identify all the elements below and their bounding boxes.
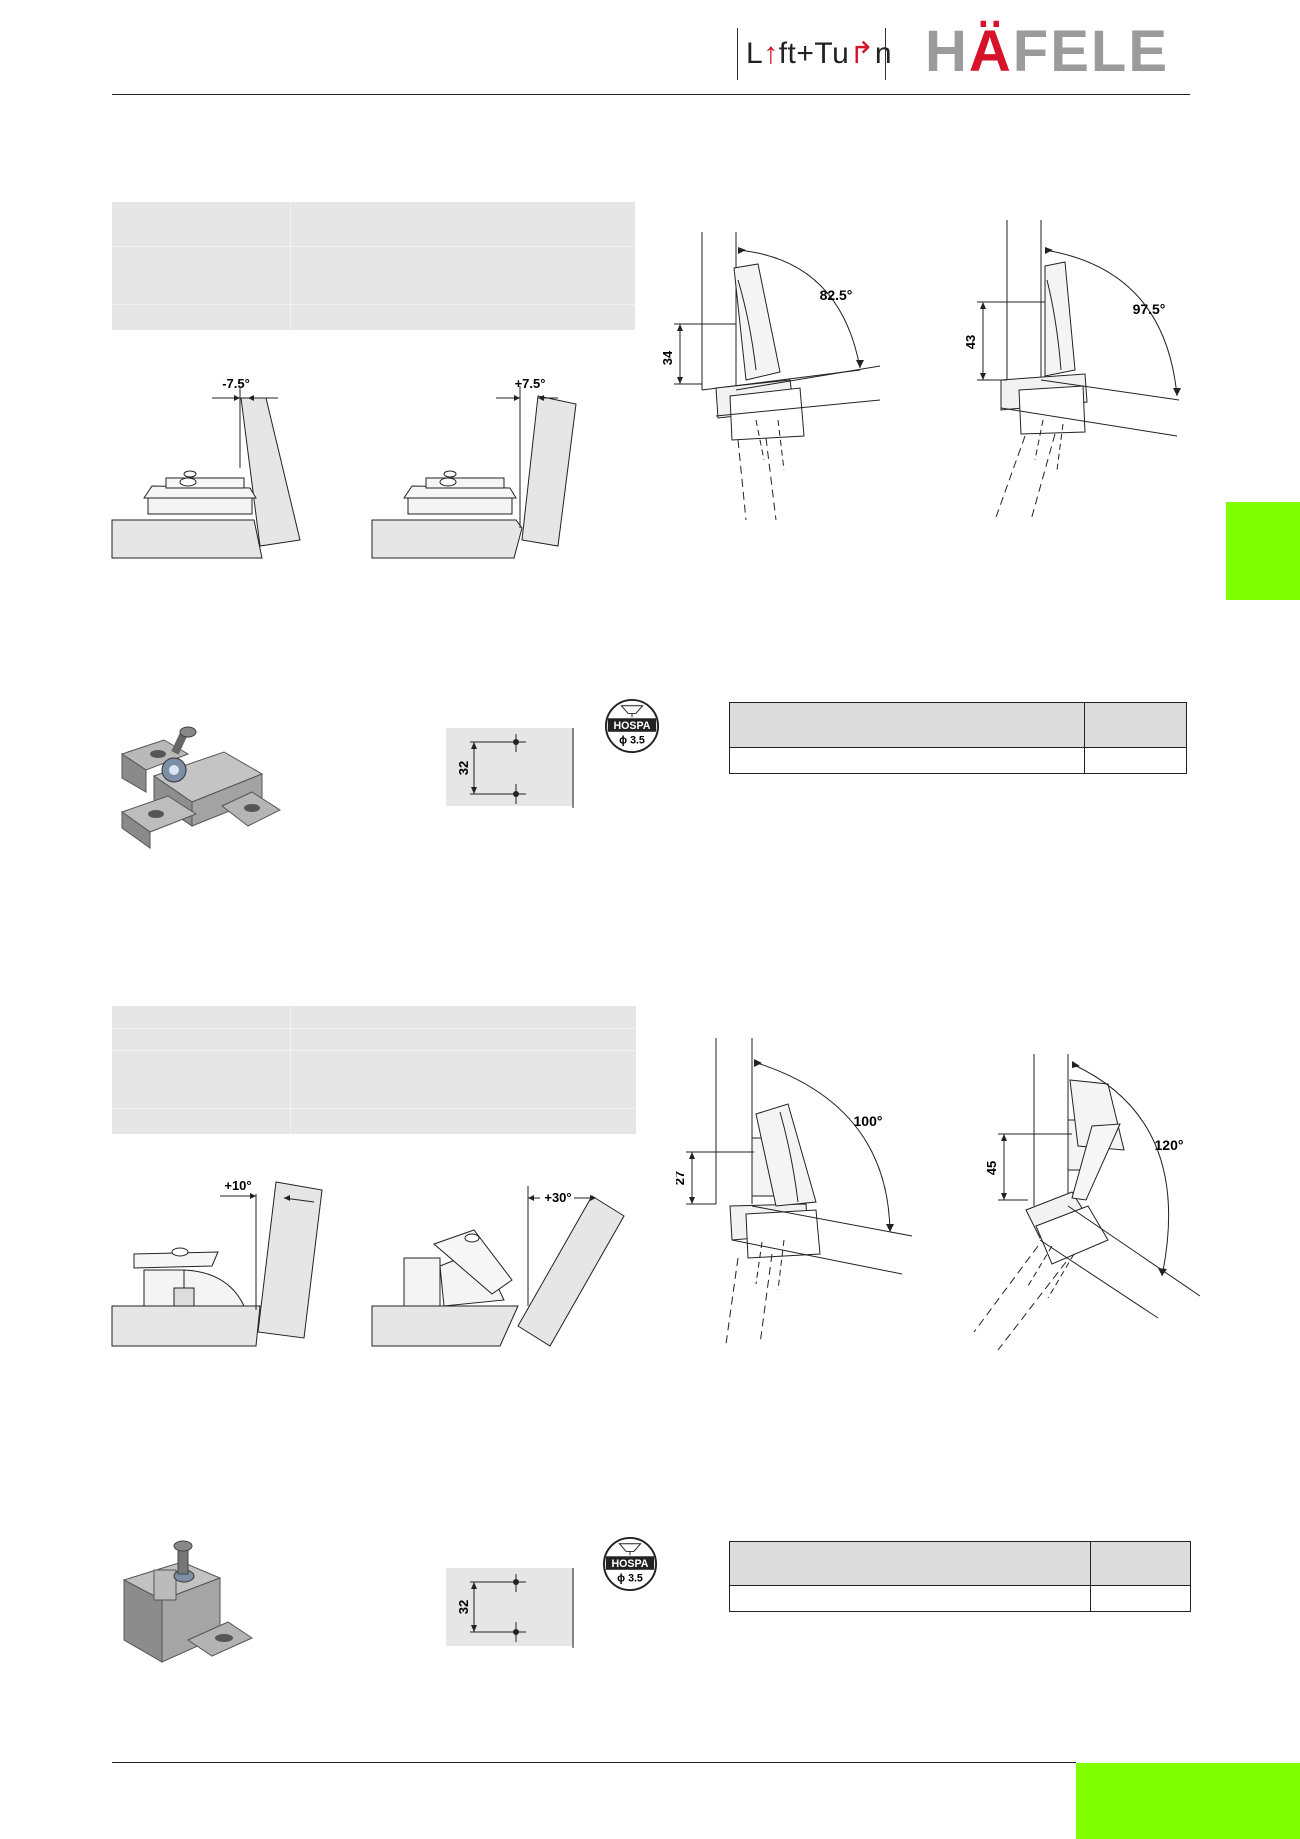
logo-text: n (874, 37, 893, 70)
opening-angle-diagram-82: 34 82.5° (660, 232, 881, 521)
opening-angle-diagram-100: 27 100° (676, 1038, 913, 1345)
angle-label: +30° (544, 1190, 571, 1205)
drill-pattern-panel (446, 1568, 574, 1646)
table-header-cell (1090, 1541, 1191, 1586)
hospa-screw-icon: HOSPA ϕ 3.5 (602, 1536, 658, 1592)
table-cell (729, 1585, 1091, 1612)
table-header-row (729, 702, 1187, 748)
angle-label: +7.5° (515, 376, 546, 391)
opening-angle-diagram-120: 45 120° (973, 1054, 1200, 1351)
mounting-plate-image (120, 726, 282, 849)
footer-tab (1076, 1763, 1300, 1839)
adjustment-diagram-plus: +7.5° (371, 376, 577, 559)
article-table-2 (729, 1541, 1191, 1612)
drill-spacing-label: 32 (456, 1600, 471, 1614)
info-panel-1 (112, 202, 635, 330)
table-header-cell (729, 1541, 1091, 1586)
angle-label: 120° (1155, 1137, 1184, 1153)
table-header-cell (729, 702, 1085, 748)
header-rule (112, 94, 1190, 95)
info-panel-2 (112, 1006, 636, 1134)
hospa-screw-icon: HOSPA ϕ 3.5 (604, 698, 660, 754)
hospa-size: ϕ 3.5 (617, 1572, 643, 1584)
dimension-label: 43 (965, 335, 978, 349)
logo-letter: H (925, 19, 969, 84)
drill-pattern-diagram: 32 (456, 1568, 574, 1648)
table-cell (1090, 1585, 1191, 1612)
table-cell (1084, 747, 1187, 774)
logo-text: L (746, 37, 764, 70)
hospa-label: HOSPA (612, 1558, 649, 1570)
mounting-plate-image (122, 1540, 254, 1663)
drill-pattern-diagram: 32 (456, 728, 574, 808)
angle-label: 100° (854, 1113, 883, 1129)
table-row (729, 747, 1187, 774)
table-row (729, 1585, 1191, 1612)
angle-label: 82.5° (820, 287, 853, 303)
header-separator-right (885, 28, 886, 80)
article-table-1 (729, 702, 1187, 774)
hafele-logo: HÄFELE (925, 18, 1169, 85)
chapter-tab (1226, 502, 1300, 600)
adjustment-diagram-10: +10° (111, 1178, 323, 1347)
opening-angle-diagram-97: 43 97.5° (965, 220, 1181, 521)
header-separator-left (737, 28, 738, 80)
logo-letter: Ä (968, 19, 1013, 84)
table-cell (729, 747, 1085, 774)
dimension-label: 27 (676, 1171, 687, 1185)
angle-label: -7.5° (222, 376, 250, 391)
footer-rule (112, 1762, 1076, 1763)
dimension-label: 45 (984, 1161, 999, 1175)
drill-pattern-panel (446, 728, 574, 806)
turn-arrow-icon: ↱ (849, 37, 875, 70)
drill-spacing-label: 32 (456, 761, 471, 775)
table-header-row (729, 1541, 1191, 1586)
angle-label: 97.5° (1133, 301, 1166, 317)
adjustment-diagram-minus: -7.5° (111, 376, 301, 559)
up-arrow-icon: ↑ (763, 37, 779, 70)
dimension-label: 34 (660, 350, 675, 365)
logo-letters: FELE (1012, 19, 1170, 84)
hospa-size: ϕ 3.5 (619, 734, 645, 746)
angle-label: +10° (224, 1178, 251, 1193)
adjustment-diagram-30: +30° (371, 1186, 625, 1347)
lift-turn-logo: L↑ft+Tu↱n (746, 36, 892, 71)
logo-text: ft+Tu (778, 37, 850, 70)
hospa-label: HOSPA (614, 720, 651, 732)
table-header-cell (1084, 702, 1187, 748)
